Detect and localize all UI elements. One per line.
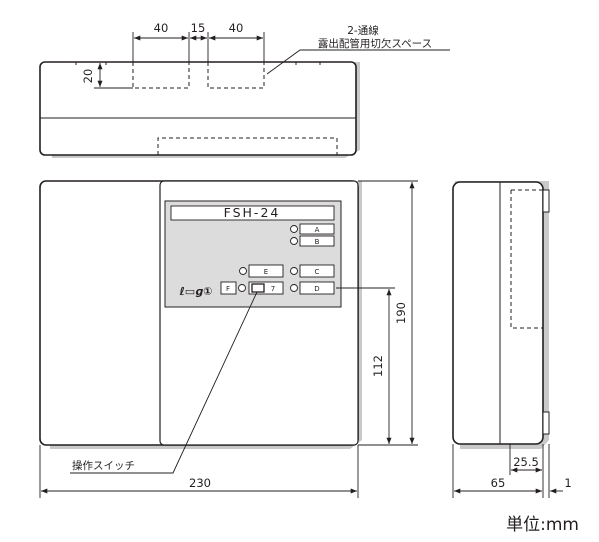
button-b-label: B (315, 238, 320, 246)
button-e-label: E (264, 268, 268, 276)
button-d[interactable] (290, 281, 335, 295)
indicator-e-icon (239, 267, 247, 275)
button-a-label: A (315, 226, 320, 234)
model-name: FSH-24 (224, 205, 281, 220)
dim-1: 1 (564, 476, 571, 490)
dim-190: 190 (394, 302, 408, 324)
dim-230: 230 (189, 476, 211, 490)
operation-switch-label: 操作スイッチ (72, 459, 135, 472)
front-dimensions (39, 180, 418, 498)
dim-65: 65 (491, 476, 506, 490)
dim-20: 20 (81, 69, 95, 84)
dim-40-right: 40 (229, 21, 244, 35)
indicator-f-icon (238, 284, 246, 292)
side-dimensions (452, 444, 563, 498)
button-f[interactable] (220, 281, 246, 295)
indicator-c-icon (290, 267, 298, 275)
button-b[interactable] (290, 235, 335, 247)
brand-logo: ℓ▭ɡ① (179, 285, 213, 298)
button-f-label: F (226, 285, 230, 293)
wiring-note-line2: 露出配管用切欠スペース (318, 37, 432, 50)
model-nameplate (170, 205, 335, 221)
unit-label: 単位:mm (506, 515, 579, 535)
button-c-label: C (315, 268, 320, 276)
wiring-note-line1: 2-通線 (347, 24, 379, 37)
button-e[interactable] (239, 264, 284, 278)
dim-15: 15 (191, 21, 206, 35)
indicator-a-icon (290, 225, 298, 233)
indicator-b-icon (290, 237, 298, 245)
front-view: ℓ▭ɡ① (39, 180, 362, 449)
button-d-label: D (314, 285, 319, 293)
top-dimensions (94, 32, 450, 89)
dim-40-left: 40 (154, 21, 169, 35)
indicator-d-icon (290, 284, 298, 292)
switch-7-label: 7 (271, 285, 275, 293)
button-group (220, 223, 335, 295)
side-view (452, 181, 550, 449)
top-view (39, 61, 360, 158)
operation-switch[interactable] (248, 281, 284, 295)
dim-112: 112 (371, 355, 385, 377)
button-a[interactable] (290, 223, 335, 235)
button-c[interactable] (290, 264, 335, 278)
dim-25-5: 25.5 (513, 455, 539, 469)
